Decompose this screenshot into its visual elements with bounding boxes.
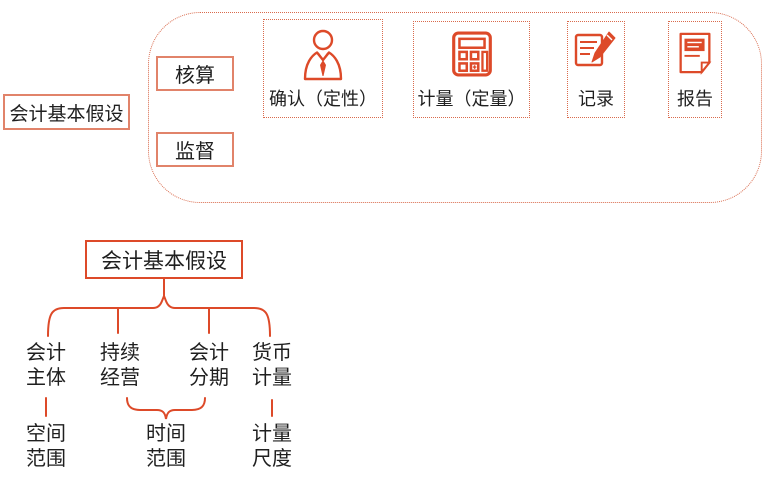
- scope-line1: 时间: [146, 423, 186, 445]
- scope-time: 时间 范围: [134, 422, 198, 472]
- branch-accounting-period: 会计 分期: [177, 341, 241, 391]
- scope-line2: 范围: [26, 448, 66, 470]
- step-label: 确认（定性）: [269, 89, 377, 109]
- scope-line1: 空间: [26, 423, 66, 445]
- branch-line1: 会计: [189, 342, 229, 364]
- scope-spatial: 空间 范围: [14, 422, 78, 472]
- step-label: 报告: [677, 89, 713, 109]
- scope-line2: 范围: [146, 448, 186, 470]
- step-report: 报告: [668, 21, 722, 118]
- branch-line2: 主体: [26, 367, 66, 389]
- branch-line1: 会计: [26, 342, 66, 364]
- report-document-icon: [675, 31, 715, 75]
- branch-line1: 持续: [100, 342, 140, 364]
- tree-root-label: 会计基本假设: [101, 248, 227, 273]
- branch-line2: 经营: [100, 367, 140, 389]
- scope-line1: 计量: [252, 423, 292, 445]
- calculator-icon: [451, 31, 493, 77]
- function-label: 监督: [175, 141, 215, 163]
- scope-line2: 尺度: [252, 448, 292, 470]
- step-confirm: 确认（定性）: [263, 19, 383, 118]
- step-measure: 计量（定量）: [413, 21, 530, 118]
- step-label: 计量（定量）: [417, 89, 526, 109]
- step-record: 记录: [567, 21, 625, 118]
- function-label: 核算: [175, 65, 215, 87]
- step-label: 记录: [578, 89, 614, 109]
- businessman-icon: [298, 29, 348, 81]
- branch-accounting-entity: 会计 主体: [14, 341, 78, 391]
- pencil-document-icon: [574, 31, 618, 69]
- tree-root-box: 会计基本假设: [85, 240, 243, 279]
- branch-monetary-measurement: 货币 计量: [240, 341, 304, 391]
- branch-line1: 货币: [252, 342, 292, 364]
- function-box-hesuan: 核算: [156, 56, 234, 91]
- side-title-box: 会计基本假设: [3, 94, 130, 130]
- branch-line2: 分期: [189, 367, 229, 389]
- branch-going-concern: 持续 经营: [88, 341, 152, 391]
- side-title: 会计基本假设: [9, 103, 124, 125]
- branch-line2: 计量: [252, 367, 292, 389]
- function-box-jiandu: 监督: [156, 132, 234, 167]
- scope-measurement-scale: 计量 尺度: [240, 422, 304, 472]
